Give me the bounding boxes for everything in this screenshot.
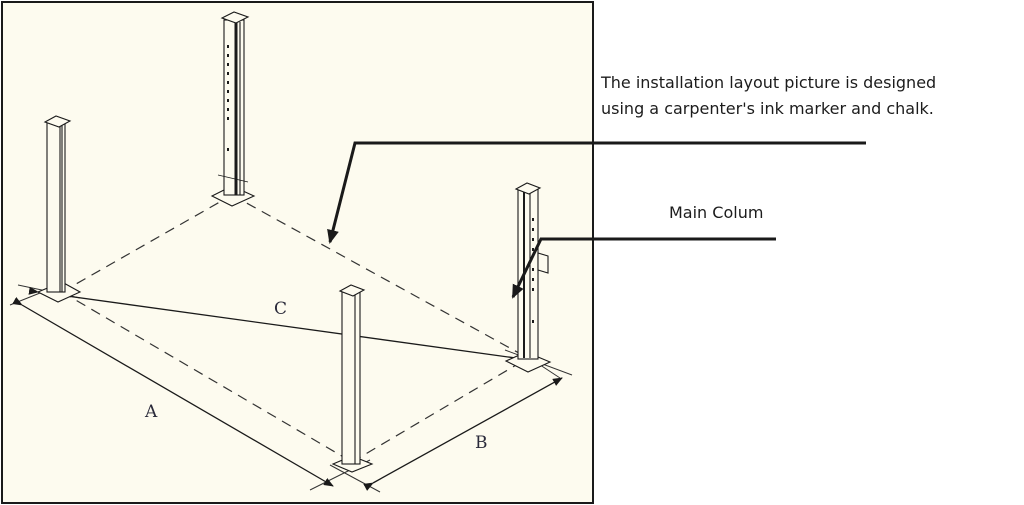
layout-note: The installation layout picture is desig… [601, 70, 1021, 122]
dimension-label-b: B [475, 433, 488, 453]
layout-note-line1: The installation layout picture is desig… [601, 73, 937, 92]
layout-outline [61, 194, 529, 463]
main-column-label: Main Colum [669, 203, 764, 222]
leader-main-column [511, 237, 776, 299]
dimension-label-a: A [144, 402, 158, 422]
column-left [36, 115, 82, 303]
layout-edge-front-left [61, 291, 353, 463]
dimension-line-b [363, 377, 563, 491]
leader-layout-note [327, 141, 866, 244]
column-back [210, 11, 256, 207]
dimension-line-c [28, 286, 531, 363]
main-column [504, 182, 552, 373]
layout-edge-back-right [231, 194, 529, 359]
dimension-line-a [12, 297, 334, 487]
layout-edge-back-left [61, 194, 233, 293]
layout-note-line2: using a carpenter's ink marker and chalk… [601, 99, 934, 118]
column-back-holes [227, 45, 229, 151]
main-column-holes [532, 218, 534, 323]
main-column-bracket [537, 252, 549, 274]
column-front [331, 284, 374, 473]
dimension-label-c: C [274, 299, 287, 319]
